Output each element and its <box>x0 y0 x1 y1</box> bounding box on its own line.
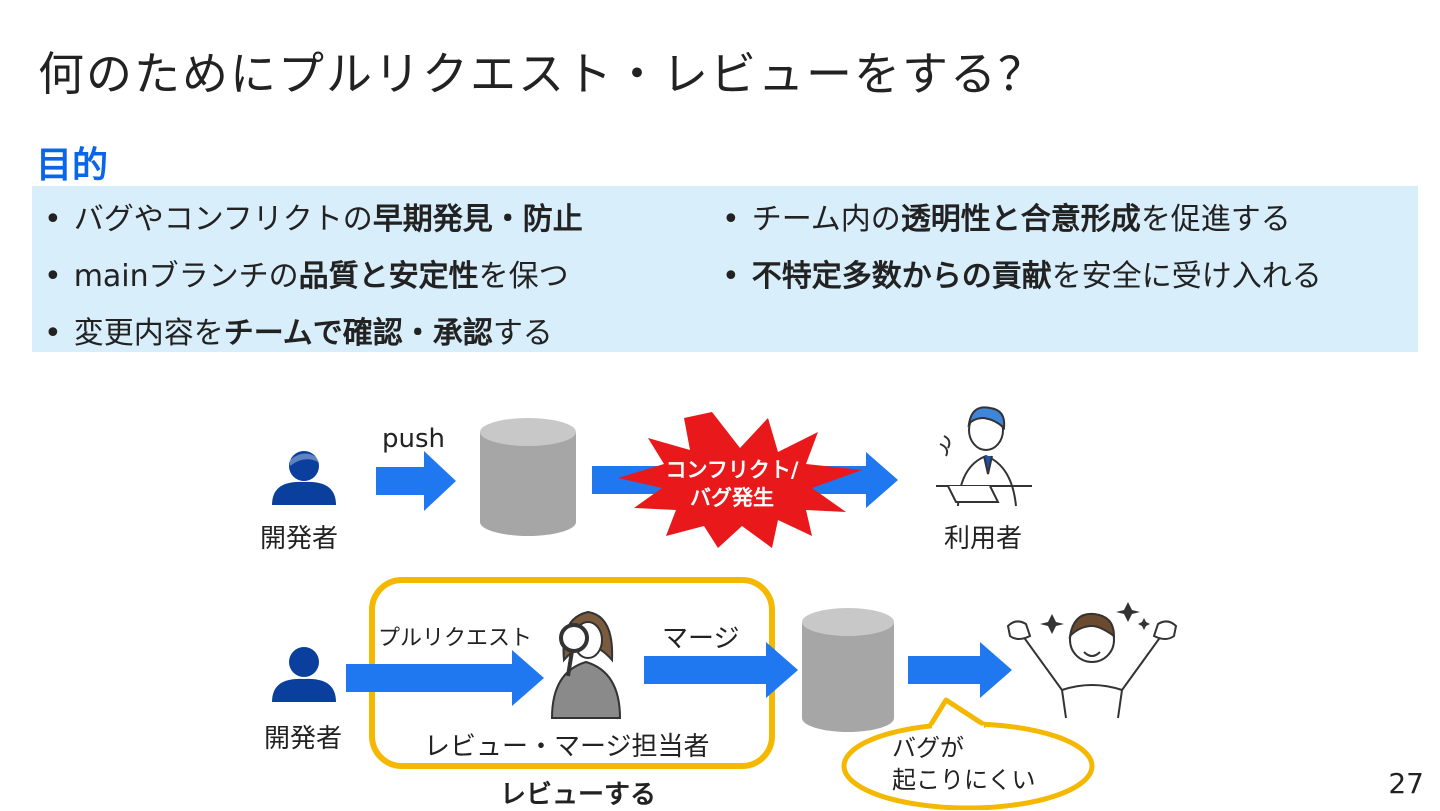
pull-request-arrow <box>346 650 544 706</box>
developer-icon-bottom <box>272 647 336 702</box>
review-caption: レビューする <box>500 780 657 810</box>
purpose-bullet-4: チーム内の透明性と合意形成を促進する <box>722 194 1291 238</box>
merge-label: マージ <box>662 624 740 654</box>
pull-request-label: プルリクエスト <box>378 626 533 651</box>
purpose-heading: 目的 <box>36 145 109 186</box>
merge-arrow <box>644 642 798 698</box>
reviewer-label: レビュー・マージ担当者 <box>424 732 710 762</box>
purpose-bullet-1: バグやコンフリクトの早期発見・防止 <box>44 194 583 238</box>
repository-cylinder-bottom <box>802 608 894 732</box>
user-at-laptop-icon <box>936 406 1032 507</box>
purpose-bullet-3: 変更内容をチームで確認・承認する <box>44 308 553 352</box>
reviewer-icon <box>550 610 622 719</box>
delivery-arrow <box>908 642 1012 698</box>
developer-label-top: 開発者 <box>260 524 339 554</box>
conflict-burst <box>618 412 862 548</box>
page-title: 何のためにプルリクエスト・レビューをする？ <box>38 47 1046 101</box>
callout-text: バグが 起こりにくい <box>892 734 1036 794</box>
purpose-bullet-2: mainブランチの品質と安定性を保つ <box>44 251 569 295</box>
page-number: 27 <box>1388 767 1424 800</box>
happy-user-icon <box>1006 602 1178 719</box>
repository-cylinder-top <box>480 418 576 536</box>
developer-icon-top <box>272 451 336 505</box>
user-label: 利用者 <box>944 524 1023 554</box>
purpose-bullet-5: 不特定多数からの貢献を安全に受け入れる <box>722 251 1322 295</box>
push-label: push <box>382 424 446 454</box>
conflict-burst-text: コンフリクト/ バグ発生 <box>665 458 799 510</box>
developer-label-bottom: 開発者 <box>264 724 343 754</box>
callout-bubble <box>841 697 1095 810</box>
push-arrow <box>376 451 456 511</box>
